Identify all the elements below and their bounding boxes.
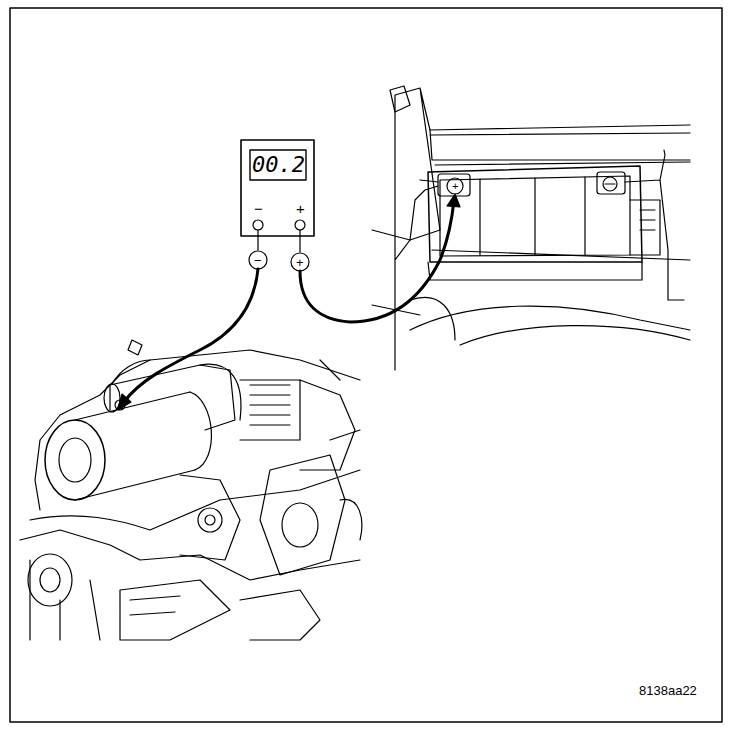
terminal-sign: + [296,201,305,216]
frame [10,8,722,722]
starter-view [20,340,362,640]
battery-view [372,86,690,370]
lead-sign: + [296,256,304,269]
arrowhead [447,194,460,207]
arrowhead [118,394,131,410]
terminal-sign: − [254,201,263,216]
figure-code: 8138aa22 [639,684,697,697]
lead-sign: − [254,254,262,267]
battery-terminal-sign: + [452,181,458,192]
test-leads [124,200,454,402]
meter-display: 00.2 [252,154,305,176]
multimeter [241,140,314,271]
